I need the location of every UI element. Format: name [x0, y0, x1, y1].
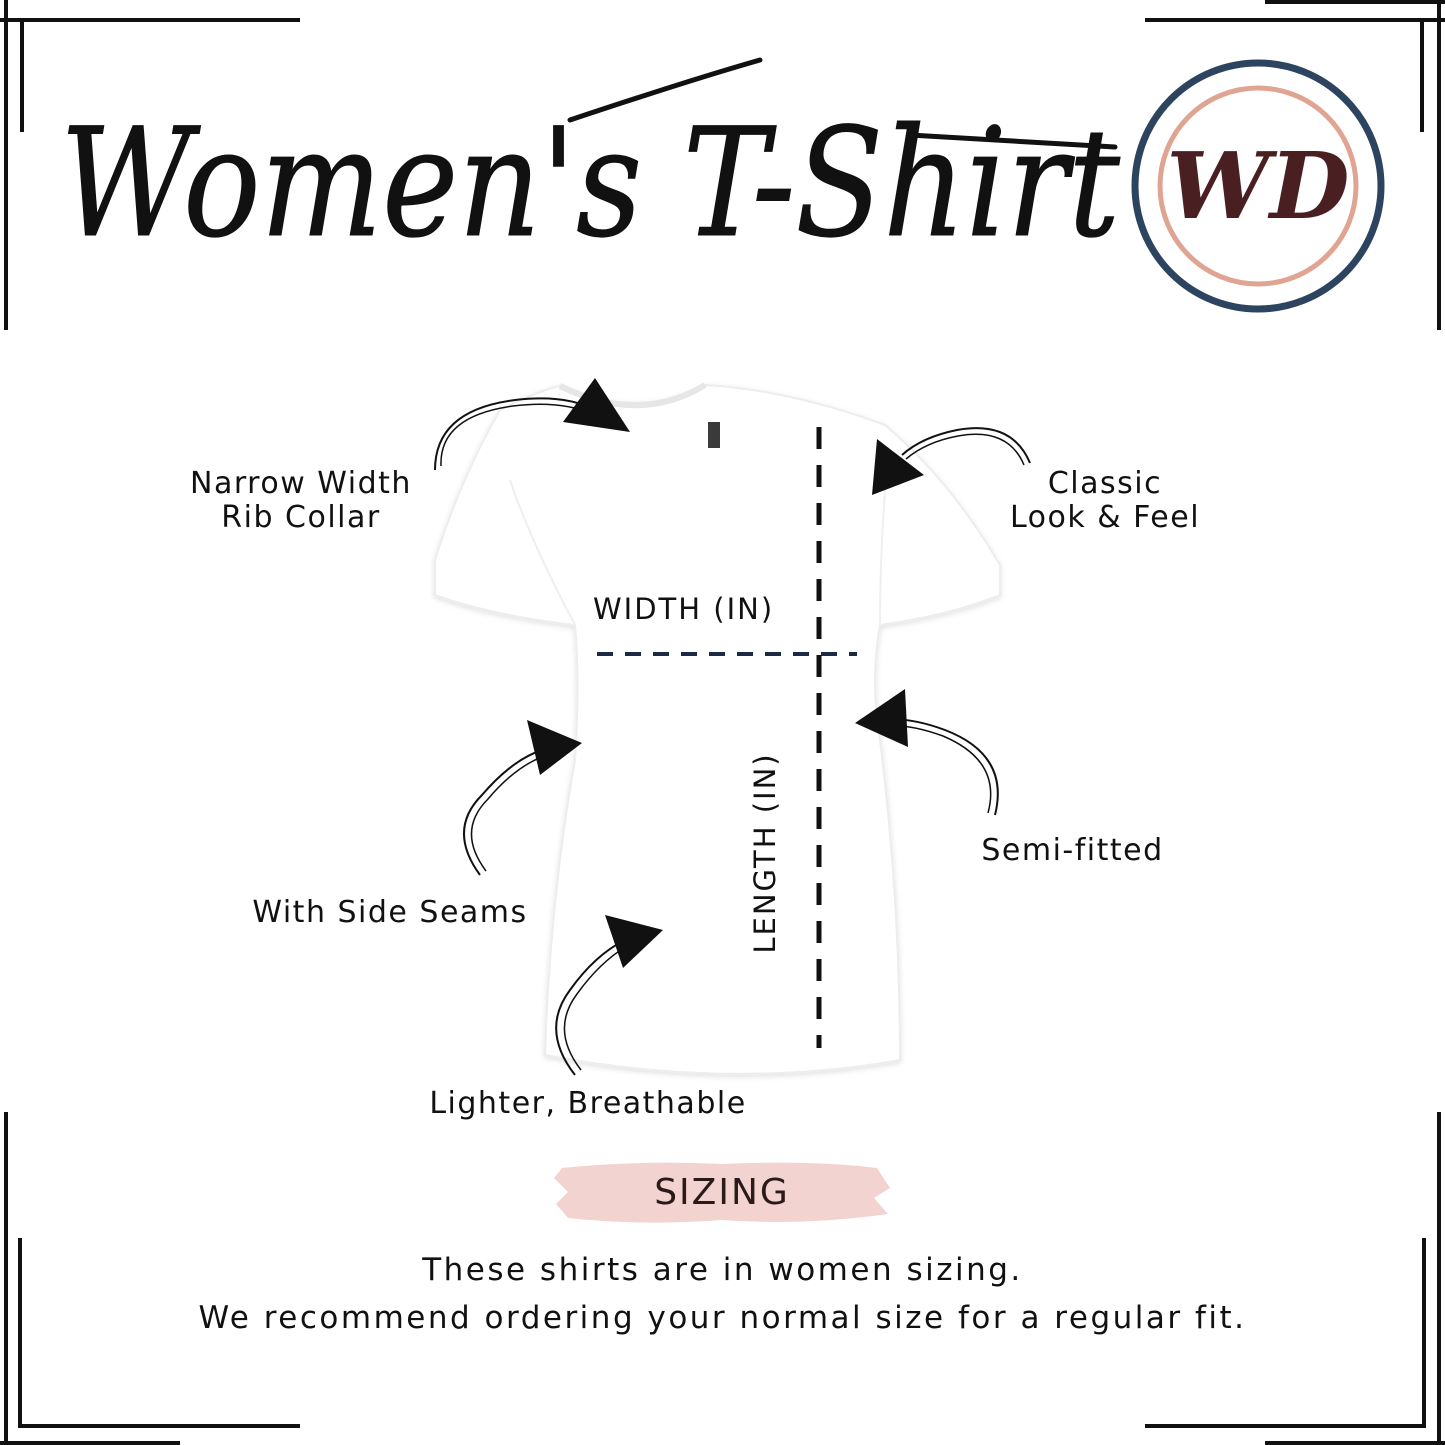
- collar-label: Narrow Width Rib Collar: [170, 467, 432, 535]
- frame-top-right-v2: [1420, 22, 1424, 132]
- length-label: LENGTH (IN): [748, 752, 782, 954]
- frame-bottom-right-h2: [1265, 1441, 1445, 1445]
- frame-bottom-right-h: [1145, 1424, 1426, 1428]
- classic-label: Classic Look & Feel: [990, 467, 1220, 535]
- frame-bottom-left-v2: [18, 1238, 22, 1428]
- logo-monogram: WD: [1166, 132, 1349, 240]
- sizing-description-line1: These shirts are in women sizing.: [422, 1252, 1023, 1288]
- semifitted-label: Semi-fitted: [981, 833, 1164, 868]
- frame-bottom-left-h: [18, 1424, 300, 1428]
- arrow-collar-icon: [434, 378, 630, 471]
- length-measure-line: [816, 427, 822, 1048]
- frame-top-left-v2: [20, 22, 24, 132]
- arrow-classic-icon: [872, 427, 1031, 495]
- lighter-label: Lighter, Breathable: [429, 1086, 747, 1121]
- sizing-description-line2: We recommend ordering your normal size f…: [198, 1300, 1247, 1336]
- page-title: Women's T-Shirt: [50, 20, 1140, 320]
- frame-top-right-h: [1145, 18, 1445, 22]
- sizing-brush-stroke: [554, 1162, 890, 1223]
- sizing-heading: SIZING: [654, 1172, 790, 1213]
- tshirt-image: [430, 380, 1010, 1090]
- collar-label-line1: Narrow Width: [190, 466, 412, 501]
- brand-logo: WD: [1130, 58, 1386, 314]
- frame-top-left-v: [4, 0, 8, 330]
- collar-label-line2: Rib Collar: [221, 500, 381, 535]
- width-label: WIDTH (IN): [593, 592, 775, 626]
- width-measure-line: [597, 652, 857, 656]
- arrow-semifitted-icon: [855, 689, 999, 816]
- frame-bottom-left-v: [4, 1112, 8, 1445]
- arrow-side-seams-icon: [463, 720, 582, 876]
- frame-bottom-right-v2: [1422, 1238, 1426, 1428]
- frame-bottom-right-v: [1437, 1112, 1441, 1445]
- classic-label-line2: Look & Feel: [1009, 500, 1201, 535]
- frame-top-right-h2: [1265, 0, 1445, 4]
- frame-bottom-left-h2: [0, 1441, 180, 1445]
- frame-top-right-v: [1437, 0, 1441, 330]
- page-title-text: Women's T-Shirt: [60, 97, 1121, 271]
- arrow-lighter-icon: [555, 915, 663, 1076]
- side-seams-label: With Side Seams: [252, 895, 528, 930]
- frame-top-left-h: [0, 18, 300, 22]
- classic-label-line1: Classic: [1047, 466, 1163, 501]
